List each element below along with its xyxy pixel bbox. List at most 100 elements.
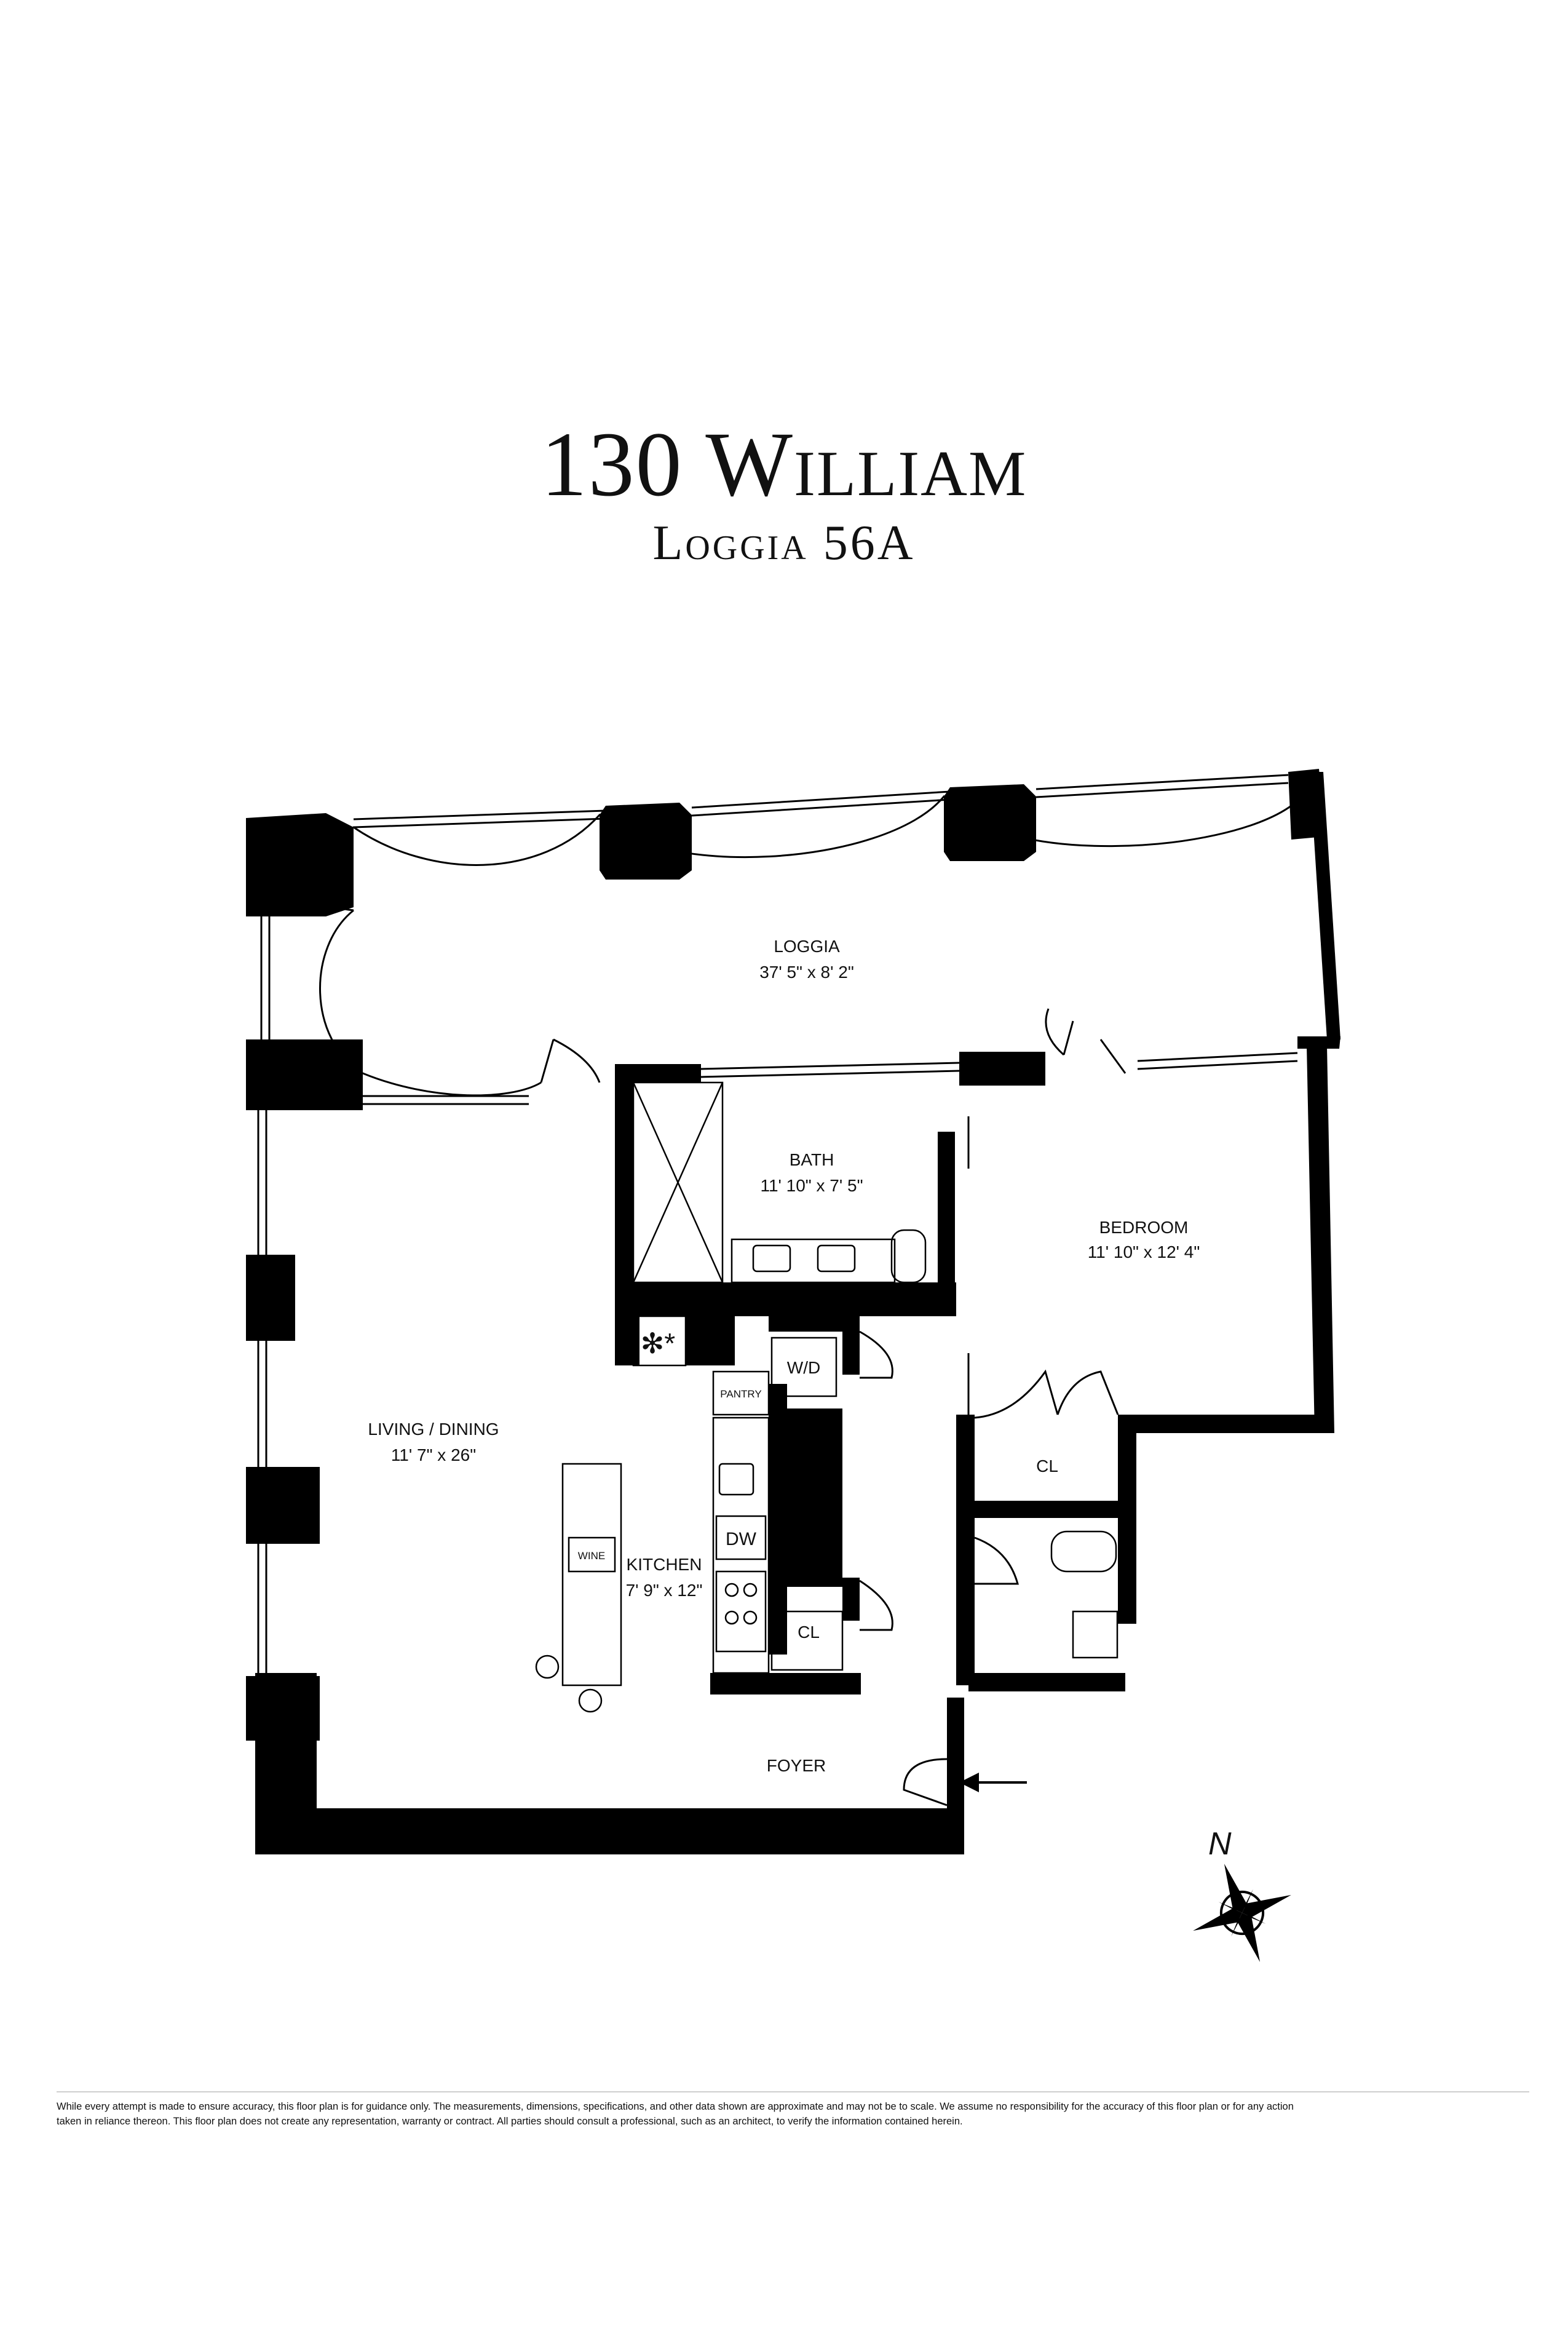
building-title: 130 William	[540, 413, 1028, 515]
room-labels: LOGGIA 37' 5" x 8' 2" BATH 11' 10" x 7' …	[368, 937, 1200, 1775]
door-loggia-living	[540, 1038, 601, 1083]
burner-2	[743, 1583, 758, 1597]
window-bedroom-north-b	[1137, 1060, 1298, 1070]
dw-box	[715, 1515, 767, 1560]
stool-2	[578, 1688, 603, 1713]
compass-rose: N	[1193, 1826, 1291, 1962]
window-loggia-2b	[691, 798, 951, 817]
burner-1	[724, 1583, 739, 1597]
fixture-labels: W/D PANTRY DW WINE CL CL	[578, 1358, 1058, 1642]
disclaimer-line-1: While every attempt is made to ensure ac…	[57, 2101, 1294, 2112]
pier-bath-north	[959, 1052, 1045, 1086]
window-bedroom-north-a	[1137, 1052, 1298, 1062]
burner-4	[743, 1610, 758, 1625]
hall-sink	[1072, 1610, 1119, 1659]
door-hall-closet-left	[974, 1369, 1059, 1419]
loggia-dims: 37' 5" x 8' 2"	[759, 963, 854, 982]
pantry-box	[712, 1370, 770, 1416]
wall-pantry-top	[713, 1316, 735, 1365]
pier-ne	[1288, 769, 1325, 840]
kitchen-counter	[712, 1416, 770, 1674]
bath-fixtures	[632, 1081, 927, 1284]
pier-west-3	[246, 1467, 320, 1544]
bath-dims: 11' 10" x 7' 5"	[760, 1176, 863, 1195]
wall-bedroom-south	[1122, 1415, 1331, 1433]
dw-label: DW	[726, 1529, 757, 1549]
wall-fridge-east	[686, 1316, 716, 1365]
window-loggia-3a	[1035, 774, 1289, 790]
pier-west-4	[246, 1676, 320, 1741]
range	[715, 1570, 767, 1653]
pantry-label: PANTRY	[720, 1388, 761, 1400]
kitchen-fixtures	[535, 1315, 844, 1713]
wall-hall-bath-south	[968, 1673, 1125, 1691]
snowflake-icon: ✻*	[641, 1327, 676, 1359]
window-loggia-3b	[1035, 782, 1289, 798]
closet-hall-label: CL	[1036, 1456, 1058, 1476]
bedroom-name: BEDROOM	[1099, 1218, 1189, 1237]
shower-stall	[632, 1081, 724, 1284]
kitchen-dims: 7' 9" x 12"	[626, 1581, 703, 1600]
wall-hall-west	[956, 1415, 975, 1685]
living-dims: 11' 7" x 26"	[391, 1445, 476, 1464]
sink-left	[752, 1244, 791, 1273]
plan-doors	[540, 1008, 1127, 1806]
plan-walls	[246, 769, 1340, 1854]
door-hall-closet-right	[1056, 1370, 1119, 1415]
wine-fridge-box	[568, 1536, 616, 1573]
window-bath-north-a	[700, 1062, 960, 1070]
pier-west-2	[246, 1255, 295, 1341]
kitchen-name: KITCHEN	[627, 1555, 702, 1574]
compass-letter: N	[1208, 1826, 1232, 1862]
bath-name: BATH	[790, 1150, 834, 1169]
vanity-counter	[731, 1238, 896, 1284]
door-kitchen-closet	[859, 1579, 893, 1631]
door-entry	[903, 1758, 948, 1806]
wall-foyer-east	[947, 1698, 964, 1854]
fridge	[632, 1315, 687, 1367]
sink-right	[817, 1244, 856, 1273]
wd-box	[770, 1337, 837, 1397]
wall-closet-south	[975, 1501, 1128, 1518]
wall-hall-bath-east	[1118, 1415, 1136, 1624]
foyer-name: FOYER	[767, 1756, 826, 1775]
wall-south	[255, 1808, 962, 1854]
living-name: LIVING / DINING	[368, 1420, 499, 1439]
wall-closet-east	[842, 1578, 860, 1621]
wall-wd-east	[842, 1316, 860, 1375]
window-bath-north-b	[700, 1070, 960, 1078]
door-hall-bath	[974, 1536, 1019, 1585]
door-loggia-bedroom-left	[1045, 1008, 1074, 1056]
wall-kitchen-south	[710, 1673, 861, 1694]
wall-bath-south	[615, 1282, 956, 1316]
wd-label: W/D	[787, 1358, 820, 1377]
loggia-name: LOGGIA	[774, 937, 840, 956]
burner-3	[724, 1610, 739, 1625]
pier-nw	[246, 813, 354, 916]
wall-bedroom-east	[1307, 1046, 1334, 1433]
window-loggia-2a	[691, 790, 951, 809]
closet-kitchen-label: CL	[798, 1623, 820, 1642]
bath-toilet	[890, 1229, 927, 1284]
disclaimer-line-2: taken in reliance thereon. This floor pl…	[57, 2116, 963, 2127]
compass-icon	[1193, 1864, 1291, 1962]
wine-label: WINE	[578, 1550, 605, 1562]
wall-bath-east	[938, 1132, 955, 1316]
disclaimer-rule	[57, 2091, 1529, 2092]
loggia-arch-west	[319, 909, 542, 1097]
stool-1	[535, 1655, 560, 1679]
wall-wd-west	[769, 1384, 787, 1655]
wall-loggia-east	[1310, 772, 1340, 1039]
pier-west-1	[246, 1039, 363, 1110]
shower-diag-b	[632, 1082, 724, 1283]
bedroom-dims: 11' 10" x 12' 4"	[1088, 1242, 1200, 1261]
wall-fridge-west	[615, 1316, 639, 1365]
door-loggia-bedroom-right	[1099, 1039, 1127, 1074]
disclaimer: While every attempt is made to ensure ac…	[57, 2099, 1532, 2129]
kitchen-island	[561, 1463, 622, 1687]
kitchen-sink	[718, 1463, 754, 1496]
unit-subtitle: Loggia 56A	[652, 516, 916, 570]
window-loggia-1a	[353, 809, 606, 820]
hall-bath-fixtures	[1050, 1530, 1119, 1659]
